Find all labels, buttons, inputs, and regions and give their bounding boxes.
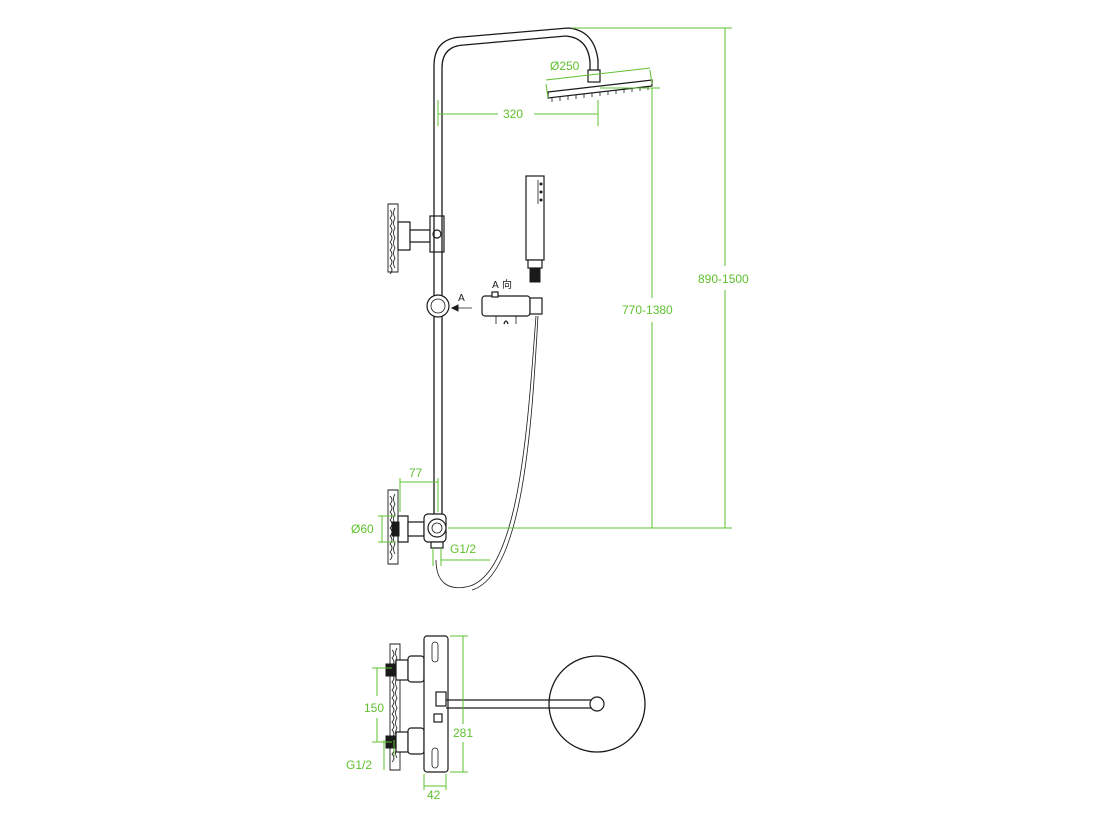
dim-arm-reach-text: 320	[503, 107, 523, 121]
dim-inlet-thread: G1/2	[346, 740, 395, 772]
dim-wall-offset-text: 77	[409, 466, 423, 480]
overhead-arm-top	[446, 655, 646, 753]
holder-detail-a: A 向	[481, 278, 543, 325]
dim-total-height-text: 890-1500	[698, 272, 749, 286]
view-arrow-a: A	[450, 293, 472, 312]
dim-outlet-thread-text: G1/2	[450, 542, 476, 556]
dim-mixer-height-text: 281	[453, 726, 473, 740]
dim-outlet-thread: G1/2	[432, 542, 490, 566]
dim-mixer-depth-text: 42	[427, 788, 441, 802]
sliding-holder	[426, 294, 450, 318]
dim-adjustable-height-text: 770-1380	[622, 303, 673, 317]
upper-wall-bracket	[397, 215, 445, 253]
front-view: 150 281 G1/2 42	[346, 635, 646, 802]
view-arrow-label: A	[458, 293, 465, 304]
thermostatic-mixer-body	[423, 635, 449, 773]
overhead-shower-head	[547, 69, 653, 102]
dim-shower-head-diameter-text: Ø250	[550, 59, 580, 73]
side-view: A A 向	[351, 27, 749, 591]
view-direction-label: A 向	[492, 278, 512, 291]
dim-inlet-thread-text: G1/2	[346, 758, 372, 772]
dim-mixer-height: 281	[450, 635, 473, 773]
dim-wall-offset: 77	[399, 466, 439, 512]
riser-rail	[433, 27, 599, 520]
dim-shower-head-diameter: Ø250	[545, 59, 653, 99]
mixer-side	[391, 513, 447, 549]
wall-section-upper	[387, 203, 399, 275]
dim-adjustable-height: 770-1380	[600, 87, 673, 528]
shower-hose	[435, 315, 539, 591]
dim-total-height: 890-1500	[448, 27, 749, 529]
dim-arm-reach: 320	[437, 100, 599, 126]
mixer-inlet-upper	[385, 655, 425, 683]
dim-flange-diameter-text: Ø60	[351, 522, 374, 536]
dim-inlet-spacing-text: 150	[364, 701, 384, 715]
dim-flange-diameter: Ø60	[351, 515, 396, 543]
dim-inlet-spacing: 150	[364, 667, 392, 743]
dim-mixer-depth: 42	[423, 774, 447, 802]
hand-shower	[525, 175, 545, 283]
